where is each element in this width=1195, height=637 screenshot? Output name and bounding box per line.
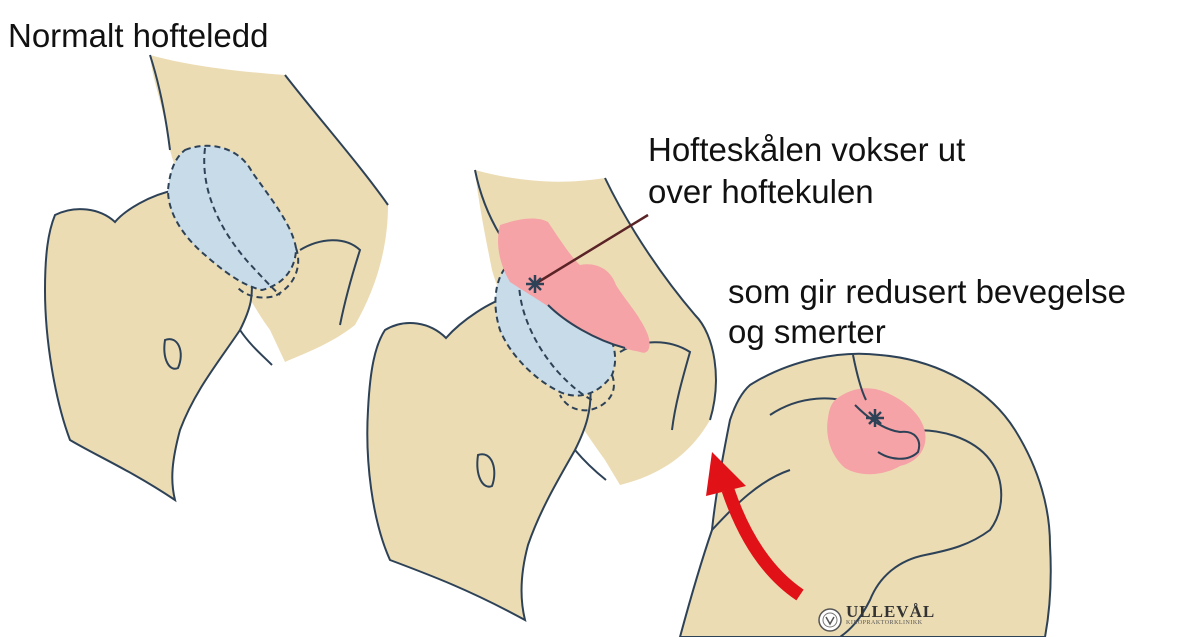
- logo-name: ULLEVÅL: [846, 603, 935, 620]
- overgrowth-label-line1: Hofteskålen vokser ut: [648, 130, 965, 170]
- logo-subtitle: KIROPRAKTORKLINIKK: [846, 620, 935, 626]
- normal-hip-figure: [45, 55, 388, 500]
- rotated-hip-figure: [680, 354, 1051, 637]
- overgrowth-label-line2: over hoftekulen: [648, 172, 874, 212]
- clinic-logo: ULLEVÅL KIROPRAKTORKLINIKK: [818, 603, 935, 626]
- pain-label-line1: som gir redusert bevegelse: [728, 272, 1126, 312]
- normal-hip-label: Normalt hofteledd: [8, 16, 268, 56]
- overgrowth-hip-figure: [367, 170, 716, 620]
- pain-label-line2: og smerter: [728, 312, 886, 352]
